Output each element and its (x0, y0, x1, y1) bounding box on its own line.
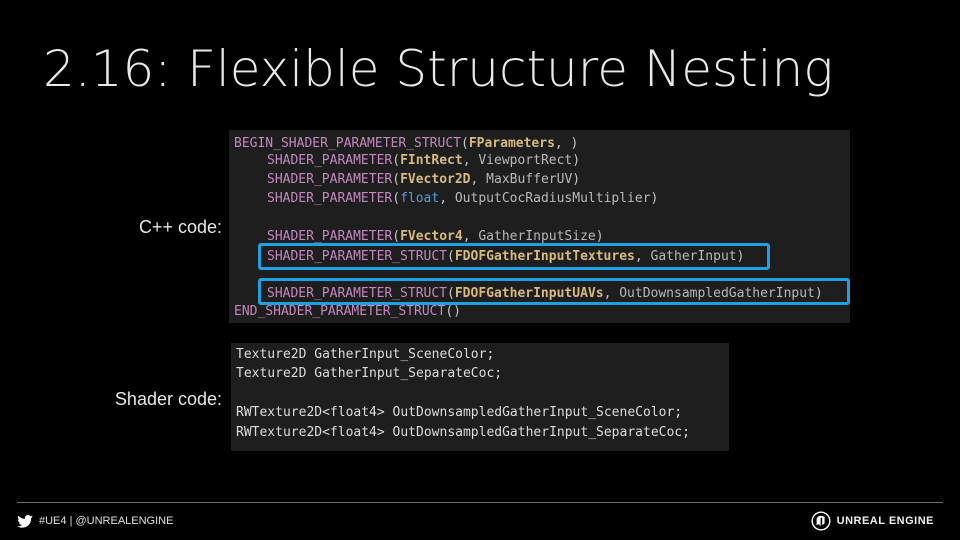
shader-line: RWTexture2D<float4> OutDownsampledGather… (236, 425, 690, 440)
highlight-box-gather-textures (258, 243, 770, 270)
cpp-line: SHADER_PARAMETER_STRUCT(FDOFGatherInputU… (267, 286, 823, 301)
shader-line: RWTexture2D<float4> OutDownsampledGather… (236, 405, 683, 420)
highlight-box-gather-uavs (258, 278, 850, 305)
cpp-line: BEGIN_SHADER_PARAMETER_STRUCT(FParameter… (234, 136, 579, 151)
cpp-line: SHADER_PARAMETER(float, OutputCocRadiusM… (267, 191, 659, 206)
shader-code-block: Texture2D GatherInput_SceneColor; Textur… (231, 343, 729, 451)
shader-line: Texture2D GatherInput_SeparateCoc; (236, 366, 503, 381)
cpp-line: SHADER_PARAMETER(FVector4, GatherInputSi… (267, 229, 604, 244)
cpp-line: SHADER_PARAMETER(FIntRect, ViewportRect) (267, 153, 581, 168)
cpp-code-block: BEGIN_SHADER_PARAMETER_STRUCT(FParameter… (229, 130, 850, 323)
footer-divider (17, 502, 943, 503)
cpp-code-label: C++ code: (138, 217, 222, 237)
cpp-line: END_SHADER_PARAMETER_STRUCT() (234, 304, 461, 319)
footer-brand: UNREAL ENGINE (811, 510, 934, 532)
unreal-engine-logo-icon (811, 511, 831, 531)
cpp-line: SHADER_PARAMETER(FVector2D, MaxBufferUV) (267, 172, 581, 187)
shader-line: Texture2D GatherInput_SceneColor; (236, 347, 495, 362)
footer-hashtag: #UE4 | @UNREALENGINE (39, 515, 174, 527)
twitter-bird-icon (17, 514, 33, 528)
footer-social: #UE4 | @UNREALENGINE (17, 512, 173, 530)
slide-title: 2.16: Flexible Structure Nesting (43, 40, 834, 98)
shader-code-label: Shader code: (114, 389, 222, 409)
footer-brand-name: UNREAL ENGINE (836, 515, 934, 527)
cpp-line: SHADER_PARAMETER_STRUCT(FDOFGatherInputT… (267, 249, 745, 264)
